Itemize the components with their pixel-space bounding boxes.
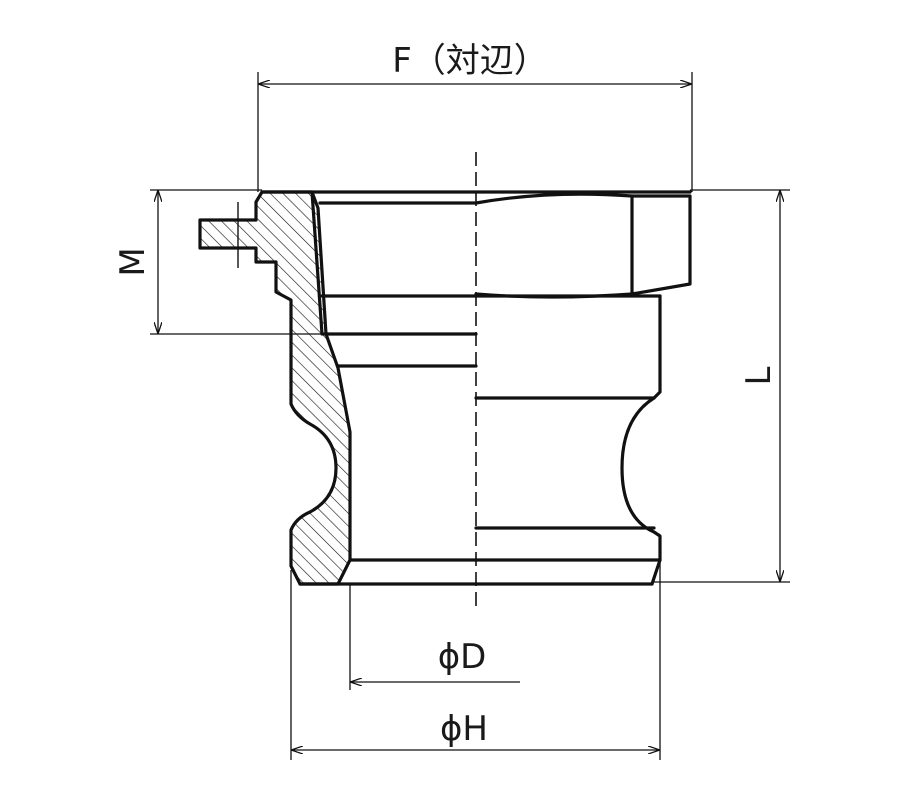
dimension-d-label: ϕD <box>438 637 487 677</box>
body-right-profile <box>620 294 662 586</box>
hatched-wall-section <box>198 190 352 586</box>
dimension-f: F（対辺） <box>257 41 693 192</box>
thread-bore-line <box>310 190 324 336</box>
section-view <box>198 190 352 586</box>
dimension-m: M <box>113 189 324 335</box>
dimension-d: ϕD <box>349 584 520 690</box>
dimension-f-label: F（対辺） <box>392 41 548 81</box>
dimension-m-label: M <box>113 247 153 276</box>
dimension-h: ϕH <box>290 562 661 760</box>
body-outline <box>260 190 692 586</box>
dimension-h-label: ϕH <box>440 709 488 749</box>
dimension-l: L <box>652 189 790 583</box>
dimension-l-label: L <box>739 366 779 385</box>
hex-nut <box>474 192 692 299</box>
